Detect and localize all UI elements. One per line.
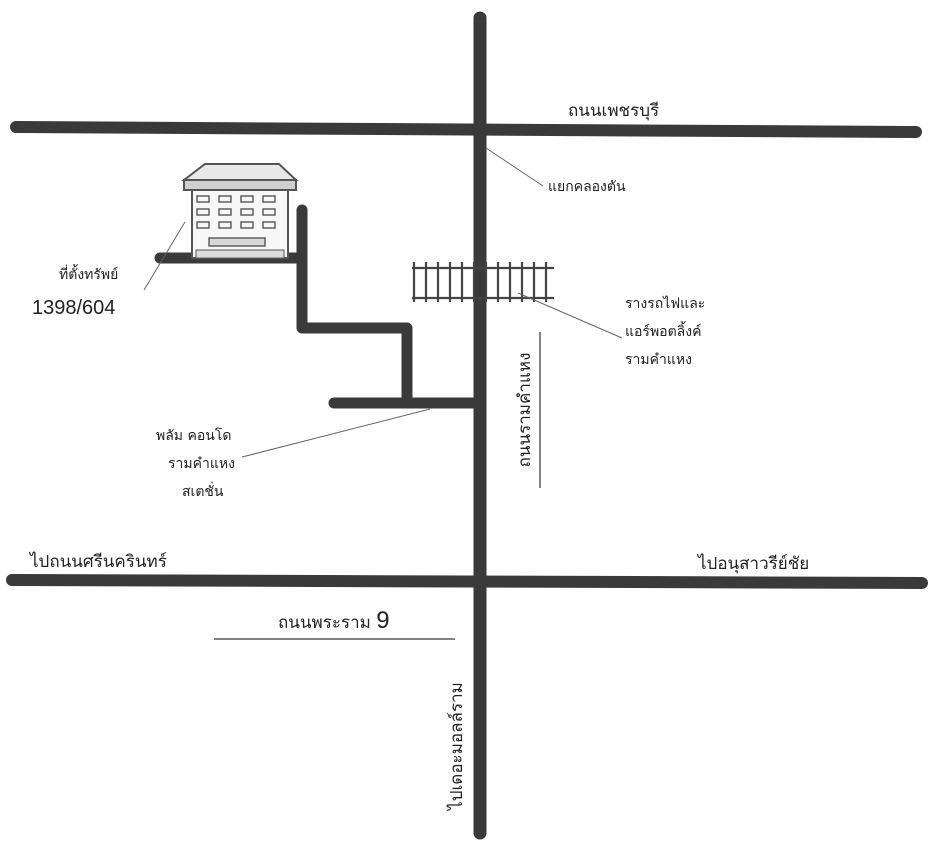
building-icon bbox=[181, 163, 299, 259]
road-label-rama9: ถนนพระราม 9 bbox=[278, 607, 390, 634]
label-condo-line2: รามคำแหง bbox=[168, 456, 235, 472]
label-rail-line1: รางรถไฟและ bbox=[625, 296, 706, 312]
road-label-phetchaburi: ถนนเพชรบุรี bbox=[568, 101, 660, 121]
leader-property bbox=[143, 221, 186, 291]
railway-track-icon bbox=[412, 262, 554, 302]
label-condo-line3: สเตชั่น bbox=[182, 484, 224, 500]
label-rail-line3: รามคำแหง bbox=[625, 352, 692, 368]
label-condo-line1: พลัม คอนโด bbox=[156, 428, 232, 444]
road-label-ramkhamhaeng: ถนนรามคำแหง bbox=[515, 352, 535, 468]
road-label-srinakarin: ไปถนนศรีนครินทร์ bbox=[30, 552, 167, 572]
road-phetchaburi bbox=[10, 121, 922, 138]
label-property: ที่ตั้งทรัพย์ bbox=[59, 267, 119, 283]
leader-khlongton bbox=[485, 147, 544, 187]
road-rama9 bbox=[6, 574, 928, 589]
label-property-number: 1398/604 bbox=[32, 297, 116, 319]
label-rail-line2: แอร์พอตลิ้งค์ bbox=[625, 324, 702, 340]
road-label-nusawat: ไปอนุสาวรีย์ชัย bbox=[698, 554, 810, 574]
soi-route bbox=[154, 252, 413, 409]
road-label-to-the-mall: ไปเดอะมอลล์ราม bbox=[447, 682, 467, 810]
leader-rail bbox=[517, 292, 623, 339]
label-khlongton-junction: แยกคลองตัน bbox=[548, 179, 626, 195]
leader-condo bbox=[241, 408, 431, 458]
